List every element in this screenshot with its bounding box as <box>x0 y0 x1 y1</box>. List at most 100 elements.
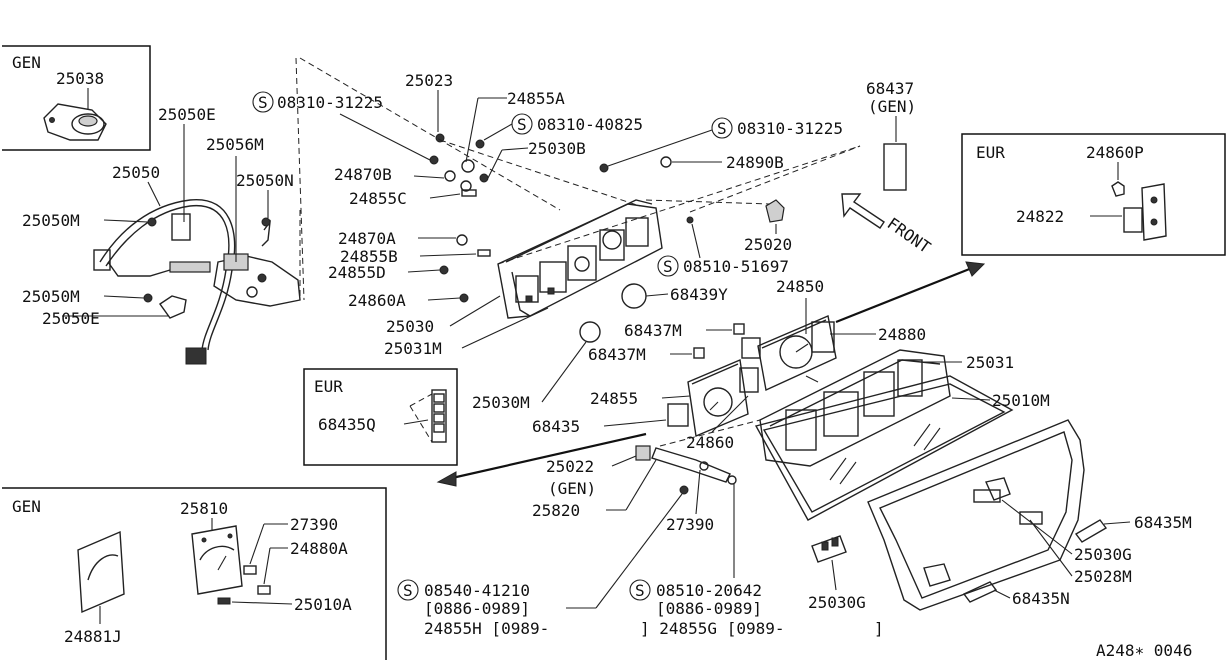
callout-25820: 25820 <box>532 501 580 520</box>
callout-25022-sub: (GEN) <box>548 479 596 498</box>
callout-08510-range: [0886-0989] <box>656 599 762 618</box>
callout-08310-31225-b: 08310-31225 <box>737 119 843 138</box>
svg-text:S: S <box>403 581 413 600</box>
callout-27390: 27390 <box>666 515 714 534</box>
part-68435M-drawing <box>1074 519 1108 543</box>
callout-25031: 25031 <box>966 353 1014 372</box>
callout-24855B: 24855B <box>340 247 398 266</box>
screw-symbol-4: S <box>657 255 679 277</box>
callout-25030M: 25030M <box>472 393 530 412</box>
callout-24870A: 24870A <box>338 229 396 248</box>
inset-gen-bottom-frame <box>2 487 387 660</box>
callout-08540-range: [0886-0989] <box>424 599 530 618</box>
inset-eur-left-title: EUR <box>314 377 343 396</box>
speedometer-24850-drawing <box>741 315 837 392</box>
callout-24822: 24822 <box>1016 207 1064 226</box>
callout-25050N: 25050N <box>236 171 294 190</box>
callout-68437M-b: 68437M <box>588 345 646 364</box>
part-68439Y-drawing <box>621 283 647 309</box>
svg-text:S: S <box>635 581 645 600</box>
callout-24870B: 24870B <box>334 165 392 184</box>
part-25030G-drawing <box>811 535 847 563</box>
callout-25023: 25023 <box>405 71 453 90</box>
part-24881J-drawing <box>77 530 125 614</box>
callout-68435: 68435 <box>532 417 580 436</box>
screw-symbol-2: S <box>511 113 533 135</box>
callout-24855A: 24855A <box>507 89 565 108</box>
front-arrow <box>841 193 885 229</box>
callout-24855G-end: ] <box>874 619 884 638</box>
callout-68439Y: 68439Y <box>670 285 728 304</box>
inset-eur-right-title: EUR <box>976 143 1005 162</box>
screw-symbol-5: S <box>397 579 419 601</box>
finisher-trim-drawing <box>867 419 1085 611</box>
screw-symbol-6: S <box>629 579 651 601</box>
callout-68435N: 68435N <box>1012 589 1070 608</box>
callout-24860: 24860 <box>686 433 734 452</box>
screw-symbol-1: S <box>252 91 274 113</box>
callout-24855D: 24855D <box>328 263 386 282</box>
svg-text:S: S <box>517 115 527 134</box>
callout-25030G-a: 25030G <box>1074 545 1132 564</box>
arrow-to-eur-left <box>436 432 647 487</box>
callout-24880A: 24880A <box>290 539 348 558</box>
callout-08540-41210: 08540-41210 <box>424 581 530 600</box>
inset-eur-right-frame <box>961 133 1226 256</box>
callout-68437-gen-sub: (GEN) <box>868 97 916 116</box>
part-24822-drawing <box>1111 181 1167 241</box>
callout-25050M-b: 25050M <box>22 287 80 306</box>
part-68435Q-drawing <box>409 389 447 443</box>
callout-25810: 25810 <box>180 499 228 518</box>
cluster-lid-drawing <box>497 199 663 319</box>
svg-text:S: S <box>717 119 727 138</box>
inset-gen-bottom-title: GEN <box>12 497 41 516</box>
part-25820-drawing <box>651 447 737 495</box>
callout-25050: 25050 <box>112 163 160 182</box>
callout-08510-20642: 08510-20642 <box>656 581 762 600</box>
part-25810-drawing <box>191 525 243 595</box>
callout-25030B: 25030B <box>528 139 586 158</box>
window-25010M-drawing <box>754 375 1014 521</box>
callout-25010A: 25010A <box>294 595 352 614</box>
cluster-frame-25031-drawing <box>759 349 951 467</box>
screw-symbol-3: S <box>711 117 733 139</box>
callout-27390-gen: 27390 <box>290 515 338 534</box>
callout-24855H: 24855H [0989- <box>424 619 549 638</box>
callout-08510-51697: 08510-51697 <box>683 257 789 276</box>
callout-25030: 25030 <box>386 317 434 336</box>
callout-24855C: 24855C <box>349 189 407 208</box>
callout-25022: 25022 <box>546 457 594 476</box>
part-25020-drawing <box>765 199 785 223</box>
callout-25050E: 25050E <box>158 105 216 124</box>
part-27390-screw-drawing <box>217 565 271 605</box>
callout-25050M-a: 25050M <box>22 211 80 230</box>
callout-68437M-a: 68437M <box>624 321 682 340</box>
callout-24855: 24855 <box>590 389 638 408</box>
callout-24880: 24880 <box>878 325 926 344</box>
inset-gen-top-frame <box>2 45 151 151</box>
callout-25038: 25038 <box>56 69 104 88</box>
callout-25010M: 25010M <box>992 391 1050 410</box>
callout-24860P: 24860P <box>1086 143 1144 162</box>
inset-gen-top-title: GEN <box>12 53 41 72</box>
callout-25030G-b: 25030G <box>808 593 866 612</box>
inset-eur-left-frame <box>303 368 458 466</box>
callout-25020: 25020 <box>744 235 792 254</box>
part-25030M-drawing <box>579 321 601 343</box>
part-25038-drawing <box>43 88 107 141</box>
callout-08310-40825: 08310-40825 <box>537 115 643 134</box>
gauge-24855-drawing <box>667 359 759 437</box>
callout-24855G: ] 24855G [0989- <box>640 619 785 638</box>
label-68437-drawing <box>883 143 907 191</box>
part-68435N-drawing <box>962 581 998 603</box>
callout-24881J: 24881J <box>64 627 122 646</box>
svg-text:S: S <box>663 257 673 276</box>
callout-68435M: 68435M <box>1134 513 1192 532</box>
callout-24850: 24850 <box>776 277 824 296</box>
callout-68435Q: 68435Q <box>318 415 376 434</box>
callout-25031M: 25031M <box>384 339 442 358</box>
arrow-to-eur-right <box>835 261 986 324</box>
callout-68437-gen: 68437 <box>866 79 914 98</box>
callout-25050E-b: 25050E <box>42 309 100 328</box>
callout-25028M: 25028M <box>1074 567 1132 586</box>
